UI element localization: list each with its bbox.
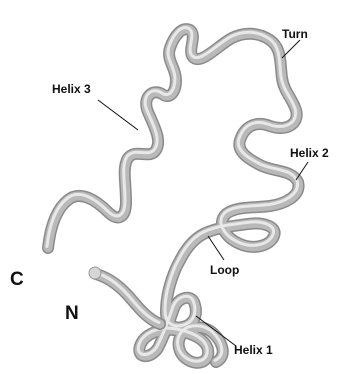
loop-label: Loop (210, 263, 239, 277)
n-terminus-cap (89, 267, 101, 279)
helix3-label: Helix 3 (52, 82, 91, 96)
turn-label: Turn (282, 27, 308, 41)
helix2-label: Helix 2 (290, 146, 329, 160)
helix3-leader-line (98, 100, 138, 130)
backbone-tube (47, 28, 299, 363)
n-terminus-label: N (65, 303, 79, 324)
helix1-label: Helix 1 (234, 343, 273, 357)
c-terminus-label: C (10, 269, 24, 290)
loop-leader-line (208, 236, 224, 260)
turn-leader-line (282, 40, 300, 58)
